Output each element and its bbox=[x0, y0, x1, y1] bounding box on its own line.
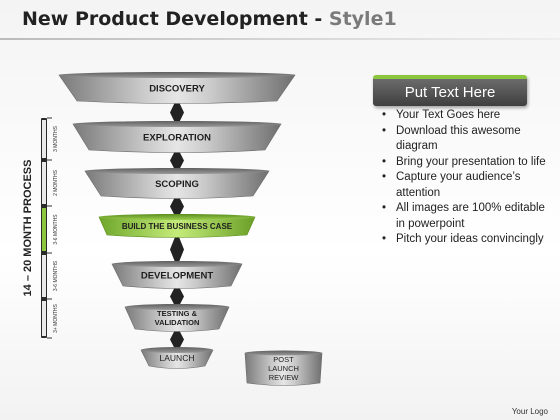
timeline-segment bbox=[42, 162, 46, 204]
stage-label: DISCOVERY bbox=[149, 83, 205, 94]
stage-body bbox=[84, 170, 270, 199]
connector-diamond bbox=[170, 98, 184, 127]
timeline-segment bbox=[42, 301, 46, 336]
bullet-list: Your Text Goes here Download this awesom… bbox=[378, 108, 548, 248]
stage-rim bbox=[73, 121, 281, 127]
stage-scoping: SCOPING bbox=[84, 168, 270, 199]
stage-body bbox=[140, 349, 214, 369]
stage-label: REVIEW bbox=[269, 373, 300, 382]
stage-launch: LAUNCH bbox=[140, 347, 214, 369]
title-main: New Product Development - bbox=[22, 8, 329, 30]
stage-build-business-case: BUILD THE BUSINESS CASE bbox=[98, 214, 256, 238]
stage-body bbox=[124, 306, 230, 332]
stage-label: DEVELOPMENT bbox=[141, 270, 214, 281]
bullet-item: Download this awesome diagram bbox=[378, 124, 548, 155]
timeline-segment-label: 3-6 MONTHS bbox=[53, 260, 59, 291]
stage-label: BUILD THE BUSINESS CASE bbox=[122, 222, 233, 231]
stage-discovery: DISCOVERY bbox=[58, 72, 296, 104]
stage-body bbox=[111, 263, 243, 289]
stage-label: EXPLORATION bbox=[143, 132, 211, 143]
stage-label: POST bbox=[273, 355, 294, 364]
bullet-item: Your Text Goes here bbox=[378, 108, 548, 124]
stage-rim bbox=[245, 350, 322, 356]
stage-rim bbox=[99, 214, 255, 220]
stage-exploration: EXPLORATION bbox=[72, 121, 282, 153]
stage-label: VALIDATION bbox=[155, 318, 200, 327]
stage-development: DEVELOPMENT bbox=[111, 261, 243, 289]
stage-body bbox=[244, 352, 323, 386]
stage-body bbox=[58, 74, 296, 104]
stage-rim bbox=[59, 72, 295, 78]
bullet-item: Pitch your ideas convincingly bbox=[378, 232, 548, 248]
timeline-segment-label: 3+ MONTHS bbox=[53, 303, 59, 332]
timeline-segment-label: 2 MONTHS bbox=[53, 169, 59, 196]
bullet-item: Capture your audience’s attention bbox=[378, 170, 548, 201]
connector-diamond bbox=[170, 326, 184, 353]
stage-label: SCOPING bbox=[155, 179, 199, 190]
timeline-segment bbox=[42, 120, 46, 158]
page-title: New Product Development - Style1 bbox=[22, 8, 397, 30]
timeline-segment bbox=[42, 208, 46, 251]
connector-diamond bbox=[170, 193, 184, 220]
timeline-segment bbox=[42, 255, 46, 297]
stage-testing-validation: TESTING &VALIDATION bbox=[124, 304, 230, 332]
bullet-item: All images are 100% editable in powerpoi… bbox=[378, 201, 548, 232]
timeline-segment-label: 3-6 MONTHS bbox=[53, 214, 59, 245]
stage-label: TESTING & bbox=[157, 309, 198, 318]
title-underline bbox=[0, 38, 560, 40]
logo-placeholder: Your Logo bbox=[511, 407, 548, 416]
callout-heading: Put Text Here bbox=[373, 75, 527, 106]
stage-body bbox=[98, 216, 256, 238]
timeline-segment-label: 3 MONTHS bbox=[53, 125, 59, 152]
stage-rim bbox=[112, 261, 242, 267]
stage-label: LAUNCH bbox=[268, 364, 299, 373]
timeline-label: 14 – 20 MONTH PROCESS bbox=[22, 160, 34, 297]
stage-rim bbox=[141, 347, 213, 353]
connector-diamond bbox=[170, 283, 184, 310]
title-accent: Style1 bbox=[328, 8, 397, 30]
stage-label: LAUNCH bbox=[160, 353, 195, 363]
stage-rim bbox=[85, 168, 269, 174]
stage-rim bbox=[125, 304, 229, 310]
stage-body bbox=[72, 123, 282, 153]
connector-diamond bbox=[170, 147, 184, 174]
connector-diamond bbox=[170, 232, 184, 267]
bullet-item: Bring your presentation to life bbox=[378, 155, 548, 171]
